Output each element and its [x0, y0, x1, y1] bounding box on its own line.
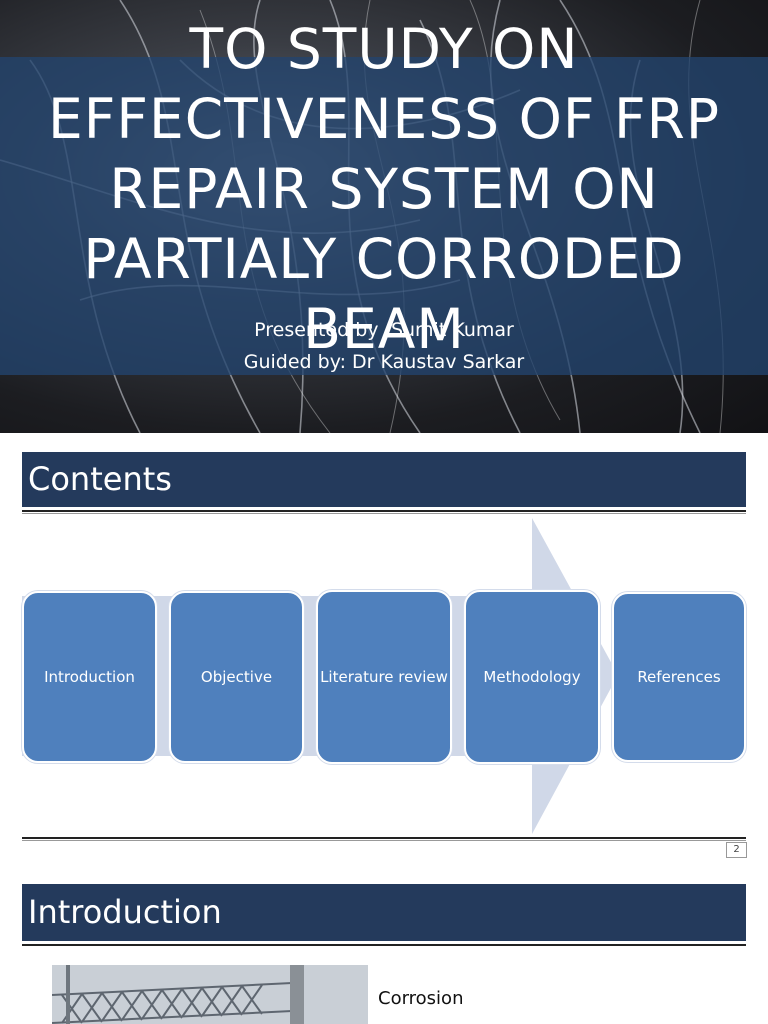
intro-heading-rule — [22, 944, 746, 946]
footer-rule — [22, 837, 746, 839]
title-band — [0, 57, 768, 375]
corrosion-bullet: Corrosion — [378, 988, 464, 1009]
presenter-block: Presented by :Sumit Kumar Guided by: Dr … — [0, 314, 768, 378]
step-references[interactable]: References — [612, 592, 746, 762]
step-introduction[interactable]: Introduction — [22, 591, 157, 763]
bridge-photo — [52, 965, 368, 1024]
footer-rule-thin — [22, 840, 746, 841]
page-number: 2 — [726, 842, 747, 858]
introduction-heading: Introduction — [22, 884, 746, 941]
heading-rule-thin — [22, 513, 746, 514]
contents-slide: Contents Introduction Objective Literatu… — [0, 433, 768, 863]
guide-name: Guided by: Dr Kaustav Sarkar — [243, 351, 525, 373]
step-methodology[interactable]: Methodology — [464, 590, 600, 764]
presentation-title: TO STUDY ON EFFECTIVENESS OF FRP REPAIR … — [48, 17, 720, 361]
title-slide: TO STUDY ON EFFECTIVENESS OF FRP REPAIR … — [0, 0, 768, 433]
presenter-name: Presented by :Sumit Kumar — [254, 319, 514, 341]
step-literature-review[interactable]: Literature review — [316, 590, 452, 764]
introduction-slide: Introduction Corrosion — [0, 863, 768, 1024]
step-objective[interactable]: Objective — [169, 591, 304, 763]
heading-rule — [22, 510, 746, 512]
contents-heading: Contents — [22, 452, 746, 507]
